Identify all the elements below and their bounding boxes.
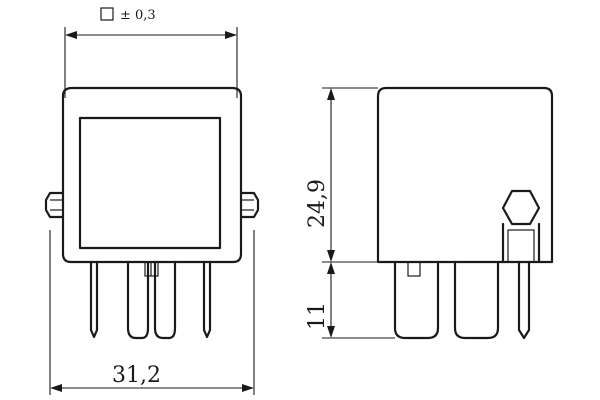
width-label: 31,2 (112, 363, 161, 388)
side-blade-tab (407, 261, 421, 277)
top-dimension-line (64, 27, 238, 98)
pin-length-label: 11 (305, 302, 330, 330)
hex-nut-icon (501, 189, 541, 226)
width-dimension: 31,2 (49, 230, 255, 395)
front-pin-left (89, 260, 99, 339)
height-dimensions: 24,9 11 (305, 87, 395, 339)
side-bracket (507, 229, 535, 263)
body-height-label: 24,9 (305, 179, 330, 228)
side-housing (376, 86, 554, 264)
side-blade-left (393, 260, 440, 340)
front-label-window (78, 116, 222, 250)
front-pin-right (202, 260, 212, 339)
relay-front-view (44, 86, 260, 340)
right-side-clip (239, 191, 260, 219)
side-pin (517, 260, 531, 340)
tolerance-text: ± 0,3 (120, 8, 156, 23)
front-blade-right (153, 260, 177, 340)
side-blade-right (453, 260, 500, 340)
front-housing (61, 86, 243, 264)
left-side-clip (44, 191, 65, 219)
square-tolerance-icon (100, 7, 114, 21)
tolerance-note: ± 0,3 (100, 7, 156, 23)
relay-side-view (376, 86, 554, 340)
front-blade-left (126, 260, 150, 340)
